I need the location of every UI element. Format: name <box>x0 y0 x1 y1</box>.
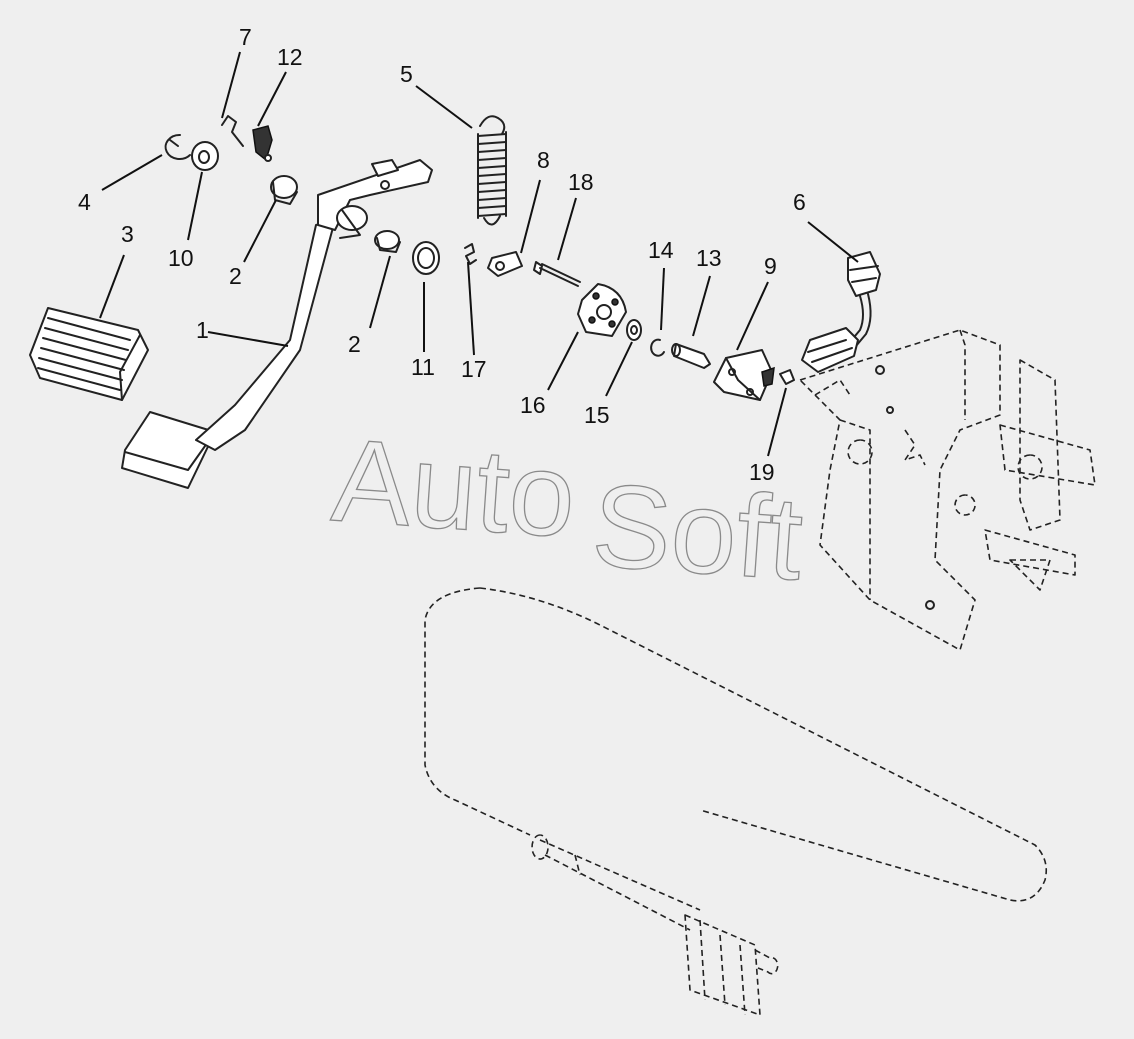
washer-11 <box>412 241 440 275</box>
mounting-bracket <box>799 329 1096 651</box>
bearing-16 <box>577 283 627 337</box>
callout-6: 6 <box>793 189 806 215</box>
callout-2-left: 2 <box>229 263 242 289</box>
callout-10: 10 <box>168 245 194 271</box>
plate-8 <box>487 251 523 277</box>
spring <box>477 115 507 226</box>
pedal-arm <box>121 159 433 489</box>
callout-7: 7 <box>239 24 252 50</box>
callout-2-right: 2 <box>348 331 361 357</box>
callout-17: 17 <box>461 356 487 382</box>
callout-16: 16 <box>520 392 546 418</box>
callout-9: 9 <box>764 253 777 279</box>
washer-10 <box>191 141 219 171</box>
bushing-left <box>270 175 298 205</box>
leader-lines <box>99 51 859 457</box>
callout-5: 5 <box>400 61 413 87</box>
clip-12 <box>252 125 273 162</box>
nut-19 <box>779 369 795 385</box>
callout-19: 19 <box>749 459 775 485</box>
dashed-linkage <box>424 587 1048 1016</box>
callout-labels: 1 2 2 3 4 5 6 7 8 9 10 11 12 13 14 15 16… <box>78 24 806 485</box>
bolt-18 <box>533 261 581 287</box>
callout-14: 14 <box>648 237 674 263</box>
watermark: Auto Soft <box>328 414 808 607</box>
bushing-right <box>374 230 401 253</box>
callout-1: 1 <box>196 317 209 343</box>
clip-17 <box>464 243 477 265</box>
callout-4: 4 <box>78 189 91 215</box>
watermark-first-part: Auto <box>328 414 579 563</box>
watermark-second-part: Soft <box>588 459 807 605</box>
shaft-13 <box>671 343 711 369</box>
callout-3: 3 <box>121 221 134 247</box>
callout-8: 8 <box>537 147 550 173</box>
callout-13: 13 <box>696 245 722 271</box>
harness-connector <box>801 251 881 373</box>
pedal-pad-rubber <box>29 307 149 401</box>
pin-7 <box>221 115 244 147</box>
sensor-9 <box>713 349 775 401</box>
clip-14 <box>650 338 665 357</box>
callout-12: 12 <box>277 44 303 70</box>
callout-11: 11 <box>411 354 435 380</box>
callout-15: 15 <box>584 402 610 428</box>
washer-15 <box>626 319 642 341</box>
callout-18: 18 <box>568 169 594 195</box>
e-clip <box>164 133 191 160</box>
